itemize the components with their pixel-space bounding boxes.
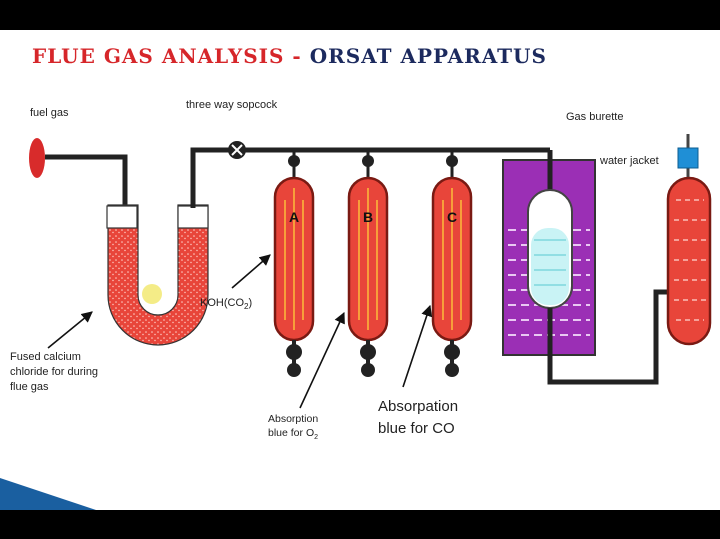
label-gas-burette: Gas burette bbox=[566, 111, 624, 123]
u-tube bbox=[106, 204, 209, 346]
label-koh: KOH(CO2) bbox=[200, 297, 253, 312]
abs-co-line-1: Absorpation bbox=[378, 398, 459, 415]
title-part1: FLUE GAS ANALYSIS bbox=[32, 44, 285, 68]
bulb-b bbox=[347, 150, 389, 377]
fused-line-3: flue gas bbox=[10, 380, 49, 393]
title-part2: ORSAT APPARATUS bbox=[309, 44, 547, 68]
fused-line-2: chloride for during bbox=[10, 365, 99, 378]
slide-corner-decoration bbox=[0, 478, 96, 510]
slide: FLUE GAS ANALYSIS - ORSAT APPARATUS bbox=[0, 30, 720, 510]
arrow-fused bbox=[47, 311, 93, 349]
bulb-a bbox=[273, 150, 315, 377]
arrow-koh bbox=[231, 254, 271, 289]
abs-o2-line-2: blue for O2 bbox=[268, 427, 319, 442]
return-pipe bbox=[547, 289, 670, 385]
page-title: FLUE GAS ANALYSIS - ORSAT APPARATUS bbox=[32, 44, 547, 68]
stopcock-icon bbox=[228, 141, 246, 159]
label-stopcock: three way sopcock bbox=[186, 99, 278, 111]
title-separator: - bbox=[284, 44, 310, 68]
label-absorption-co: Absorpation blue for CO bbox=[378, 396, 458, 440]
tube-riser-pipe bbox=[190, 147, 550, 208]
abs-co-line-2: blue for CO bbox=[378, 419, 455, 437]
abs-o2-line-1: Absorption bbox=[268, 413, 319, 425]
bulb-label-c: C bbox=[447, 209, 457, 225]
fuel-gas-inlet bbox=[29, 138, 45, 178]
bulb-label-b: B bbox=[363, 209, 373, 225]
arrow-o2 bbox=[299, 311, 345, 409]
inlet-pipe bbox=[45, 154, 128, 208]
fused-line-1: Fused calcium bbox=[10, 351, 81, 363]
orsat-diagram: A B C bbox=[0, 134, 712, 510]
bulb-label-a: A bbox=[289, 209, 299, 225]
label-fuel-gas: fuel gas bbox=[30, 107, 69, 119]
label-water-jacket: water jacket bbox=[600, 155, 659, 167]
gas-burette bbox=[527, 150, 573, 309]
label-absorption-o2: Absorption blue for O2 bbox=[268, 412, 318, 443]
arrow-co bbox=[402, 304, 433, 388]
level-bottle bbox=[666, 134, 712, 346]
bulb-c bbox=[431, 150, 473, 377]
label-fused-calcium: Fused calcium chloride for during flue g… bbox=[10, 350, 98, 395]
